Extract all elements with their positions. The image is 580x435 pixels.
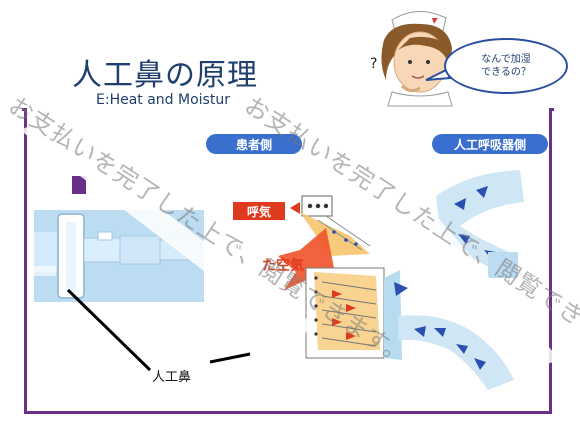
red-airflow-arrow xyxy=(278,228,334,290)
exhale-arrow-tip xyxy=(290,202,300,214)
nurse-speech-bubble: なんで加湿 できるの？ xyxy=(444,38,568,94)
hme-pointer-line-2 xyxy=(209,352,251,364)
hme-label: 人工鼻 xyxy=(152,370,192,385)
hme-pointer-line xyxy=(66,288,152,372)
nurse-illustration xyxy=(381,11,453,107)
purple-marker xyxy=(72,176,86,194)
hme-photo xyxy=(34,210,204,302)
ventilator-tube-lower xyxy=(398,315,514,390)
watermark-band-left xyxy=(20,120,316,340)
lower-hme-block xyxy=(305,267,408,360)
slide-title: 人工鼻の原理 xyxy=(72,58,258,93)
air-label: た空気 xyxy=(262,258,304,274)
slide-subtitle: E:Heat and Moistur xyxy=(96,92,230,108)
question-mark: ? xyxy=(370,56,378,72)
ventilator-side-pill: 人工呼吸器側 xyxy=(432,134,548,154)
ventilator-tube-upper xyxy=(436,170,524,278)
speech-bubble-text: なんで加湿 できるの？ xyxy=(481,54,531,78)
upper-hme-block xyxy=(300,195,371,256)
patient-side-pill: 患者側 xyxy=(206,134,302,154)
exhale-label: 呼気 xyxy=(233,202,285,220)
watermark-band-right xyxy=(272,92,560,372)
